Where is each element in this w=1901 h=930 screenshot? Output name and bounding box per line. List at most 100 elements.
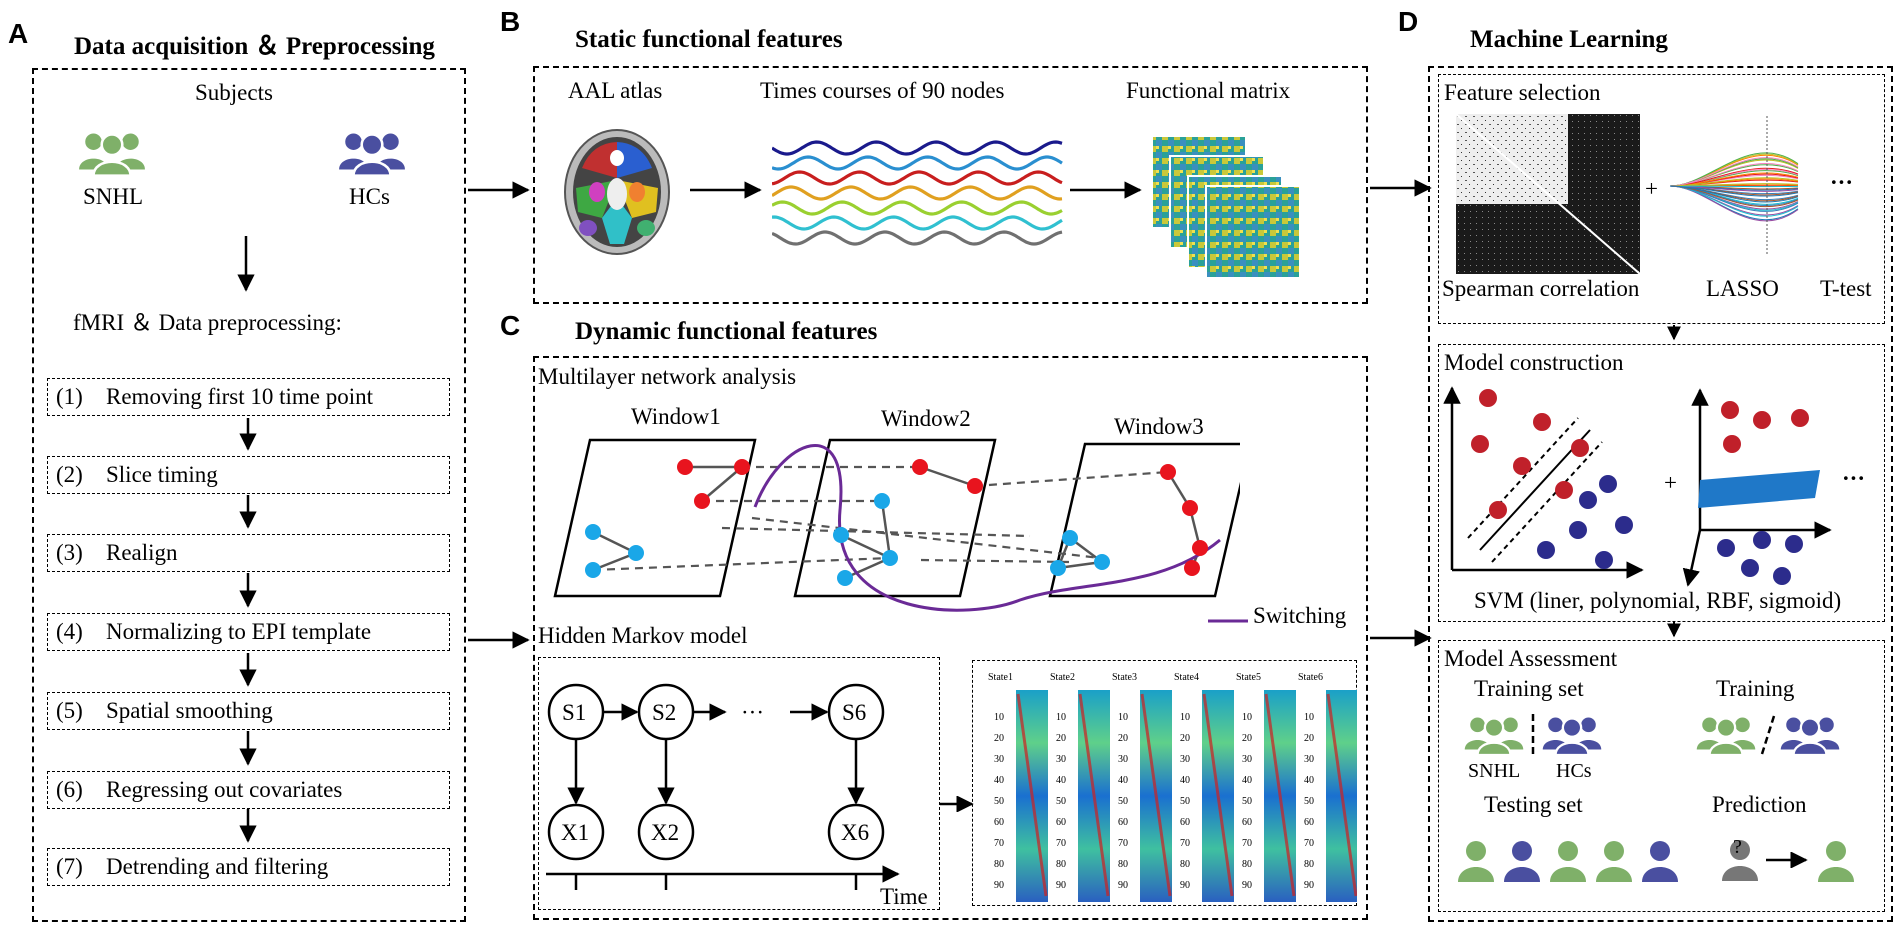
- svm-blue-point: [1753, 531, 1771, 549]
- preprocessing-step: (2) Slice timing: [47, 456, 450, 494]
- training-green-icon: [1694, 712, 1758, 756]
- state-tick: 20: [1304, 733, 1314, 744]
- window2-layer: [793, 438, 997, 598]
- state-name: State3: [1112, 672, 1137, 683]
- state-diagonal: [1078, 693, 1110, 897]
- state-tick: 40: [1242, 775, 1252, 786]
- state-tick: 30: [1180, 754, 1190, 765]
- state-diagonal: [1016, 693, 1048, 897]
- svm-red-point: [1791, 409, 1809, 427]
- state-tick: 80: [1056, 859, 1066, 870]
- state-tick: 20: [1056, 733, 1066, 744]
- timecourse-line: [772, 140, 1063, 156]
- b-to-d-arrow: [1370, 179, 1432, 197]
- lasso-path: [1670, 185, 1799, 203]
- lasso-path: [1670, 157, 1799, 187]
- svm-blue-point: [1537, 541, 1555, 559]
- step-number: (5): [56, 698, 83, 723]
- step-number: (2): [56, 462, 83, 487]
- svm-blue-point: [1599, 475, 1617, 493]
- step-label: Realign: [106, 540, 178, 565]
- svm-plot-3d: [1682, 388, 1832, 587]
- b-arrow-2: [1070, 181, 1142, 199]
- window3-label: Window3: [1114, 414, 1204, 439]
- step-label: Removing first 10 time point: [106, 384, 374, 409]
- state-tick: 50: [1118, 796, 1128, 807]
- state-tick: 80: [1242, 859, 1252, 870]
- training-divider: [1531, 714, 1535, 756]
- state-name: State2: [1050, 672, 1075, 683]
- state-tick: 80: [1118, 859, 1128, 870]
- svm-ellipsis: ···: [1842, 466, 1866, 491]
- hmm-box: [538, 657, 940, 910]
- lasso-label: LASSO: [1706, 276, 1779, 301]
- lasso-path: [1670, 177, 1799, 187]
- panel-a-title: Data acquisition ＆ Preprocessing: [74, 33, 435, 60]
- feature-selection-box: [1438, 74, 1885, 324]
- obs-x2: X2: [651, 820, 680, 845]
- hmm-label: Hidden Markov model: [538, 623, 748, 648]
- state-tick: 30: [994, 754, 1004, 765]
- timecourse-line: [772, 185, 1063, 201]
- panel-c-letter: C: [500, 310, 521, 341]
- multilayer-label: Multilayer network analysis: [538, 364, 797, 389]
- network-node: [1050, 560, 1066, 576]
- state-s2: S2: [652, 700, 677, 725]
- subjects-label: Subjects: [195, 80, 273, 105]
- svm-red-point: [1571, 439, 1589, 457]
- network-node: [874, 493, 890, 509]
- network-node: [882, 550, 898, 566]
- svm-blue-point: [1579, 491, 1597, 509]
- network-node: [694, 493, 710, 509]
- state-tick: 90: [994, 880, 1004, 891]
- svm-label: SVM (liner, polynomial, RBF, sigmoid): [1474, 588, 1842, 613]
- state-name: State5: [1236, 672, 1261, 683]
- model-construction-box: [1438, 344, 1885, 622]
- network-node: [585, 524, 601, 540]
- state-diagonal: [1202, 693, 1234, 897]
- training-hcs-icon: [1540, 712, 1604, 756]
- state-tick: 90: [1242, 880, 1252, 891]
- switching-label: Switching: [1253, 603, 1347, 628]
- svm-red-point: [1753, 411, 1771, 429]
- a-to-c-arrow: [468, 631, 530, 649]
- aal-brain-atlas-image: [564, 129, 670, 255]
- panel-b-box: [533, 66, 1368, 304]
- state-tick: 10: [1180, 712, 1190, 723]
- state-tick: 70: [1180, 838, 1190, 849]
- network-node: [734, 459, 750, 475]
- state-tick: 20: [994, 733, 1004, 744]
- prediction-arrow: [1766, 852, 1808, 868]
- svm-red-point: [1555, 481, 1573, 499]
- step-number: (7): [56, 854, 83, 879]
- state-tick: 70: [1118, 838, 1128, 849]
- state-tick: 30: [1118, 754, 1128, 765]
- step-label: Normalizing to EPI template: [106, 619, 372, 644]
- state-tick: 50: [1180, 796, 1190, 807]
- feature-selection-label: Feature selection: [1444, 80, 1601, 105]
- lasso-path-plot: [1670, 116, 1799, 256]
- svm-red-point: [1721, 401, 1739, 419]
- preprocessing-step: (7)Detrending and filtering: [47, 848, 450, 886]
- step-label: Slice timing: [106, 462, 218, 487]
- network-node: [628, 545, 644, 561]
- testing-person-1: [1456, 838, 1496, 882]
- training-snhl-label: SNHL: [1468, 760, 1521, 782]
- state-tick: 90: [1180, 880, 1190, 891]
- window1-label: Window1: [631, 404, 721, 429]
- spearman-matrix-image: [1456, 114, 1640, 274]
- state-tick: 40: [1180, 775, 1190, 786]
- svm-blue-point: [1741, 559, 1759, 577]
- state-tick: 60: [1180, 817, 1190, 828]
- step-number: (6): [56, 777, 83, 802]
- obs-x1: X1: [561, 820, 590, 845]
- state-tick: 70: [1304, 838, 1314, 849]
- timecourse-line: [772, 230, 1063, 246]
- fmri-preprocessing-label: fMRI ＆ Data preprocessing:: [73, 310, 342, 335]
- state-tick: 80: [1180, 859, 1190, 870]
- state-diagonal: [1264, 693, 1296, 897]
- panel-c-title: Dynamic functional features: [575, 318, 878, 345]
- state-tick: 80: [994, 859, 1004, 870]
- network-node: [1192, 540, 1208, 556]
- panel-d-title: Machine Learning: [1470, 26, 1668, 53]
